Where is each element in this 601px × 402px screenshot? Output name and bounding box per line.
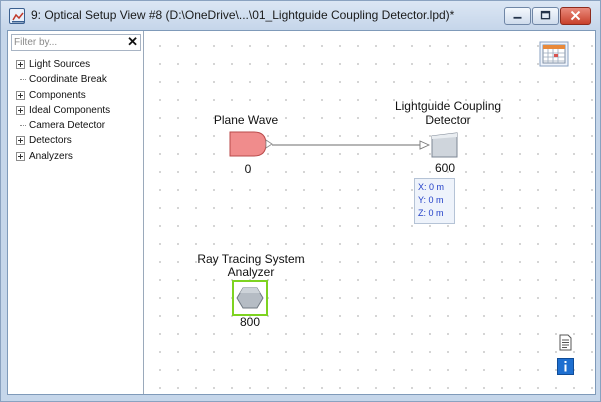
tree-item-ideal-components[interactable]: Ideal Components xyxy=(14,103,140,118)
minimize-button[interactable] xyxy=(504,7,531,25)
close-icon xyxy=(570,10,581,21)
clear-filter-icon[interactable]: ✕ xyxy=(127,34,138,49)
plane-wave-source-icon[interactable] xyxy=(228,130,273,158)
optical-setup-canvas[interactable]: Plane Wave 0 Lightguide Coupling Detecto… xyxy=(145,31,595,394)
coord-x: X: 0 m xyxy=(418,182,445,192)
document-icon[interactable] xyxy=(557,334,574,351)
expand-icon[interactable] xyxy=(16,90,25,100)
minimize-icon xyxy=(513,16,522,19)
detector-coordinates: X: 0 m Y: 0 m Z: 0 m xyxy=(414,178,455,224)
beam-connection[interactable] xyxy=(272,139,430,151)
filter-box: ✕ xyxy=(11,34,141,51)
ray-tracing-analyzer-icon[interactable] xyxy=(232,280,268,316)
tree-item-camera-detector[interactable]: Camera Detector xyxy=(14,118,140,133)
expand-icon[interactable] xyxy=(16,105,25,115)
expand-icon[interactable] xyxy=(16,136,25,146)
filter-input[interactable] xyxy=(14,36,122,49)
tree-connector xyxy=(20,79,26,81)
close-button[interactable] xyxy=(560,7,591,25)
detector-label-line2: Detector xyxy=(425,113,471,127)
detector-index: 600 xyxy=(434,161,456,175)
coord-y: Y: 0 m xyxy=(418,195,444,205)
calendar-grid-icon[interactable] xyxy=(539,41,569,67)
maximize-icon xyxy=(540,10,551,20)
analyzer-index: 800 xyxy=(239,315,261,329)
detector-label-line1: Lightguide Coupling xyxy=(394,99,502,113)
tree-item-components[interactable]: Components xyxy=(14,88,140,103)
maximize-button[interactable] xyxy=(532,7,559,25)
client-area: ✕ Light Sources Coordinate Break Compone… xyxy=(7,30,596,395)
tree-item-coordinate-break[interactable]: Coordinate Break xyxy=(14,72,140,87)
lightguide-detector-icon[interactable] xyxy=(430,131,460,159)
component-catalog-pane: ✕ Light Sources Coordinate Break Compone… xyxy=(8,31,144,394)
analyzer-label-line1: Ray Tracing System xyxy=(197,252,305,266)
tree-item-light-sources[interactable]: Light Sources xyxy=(14,57,140,72)
expand-icon[interactable] xyxy=(16,151,25,161)
title-bar[interactable]: 9: Optical Setup View #8 (D:\OneDrive\..… xyxy=(1,1,600,29)
component-tree: Light Sources Coordinate Break Component… xyxy=(14,57,140,164)
window-title: 9: Optical Setup View #8 (D:\OneDrive\..… xyxy=(31,8,455,22)
tree-item-detectors[interactable]: Detectors xyxy=(14,133,140,148)
analyzer-label-line2: Analyzer xyxy=(227,265,275,279)
source-index: 0 xyxy=(244,162,252,176)
optical-setup-icon xyxy=(9,8,25,24)
info-icon[interactable] xyxy=(557,358,574,375)
tree-item-analyzers[interactable]: Analyzers xyxy=(14,149,140,164)
coord-z: Z: 0 m xyxy=(418,208,444,218)
source-label: Plane Wave xyxy=(213,113,279,127)
tree-connector xyxy=(20,125,26,127)
expand-icon[interactable] xyxy=(16,60,25,69)
